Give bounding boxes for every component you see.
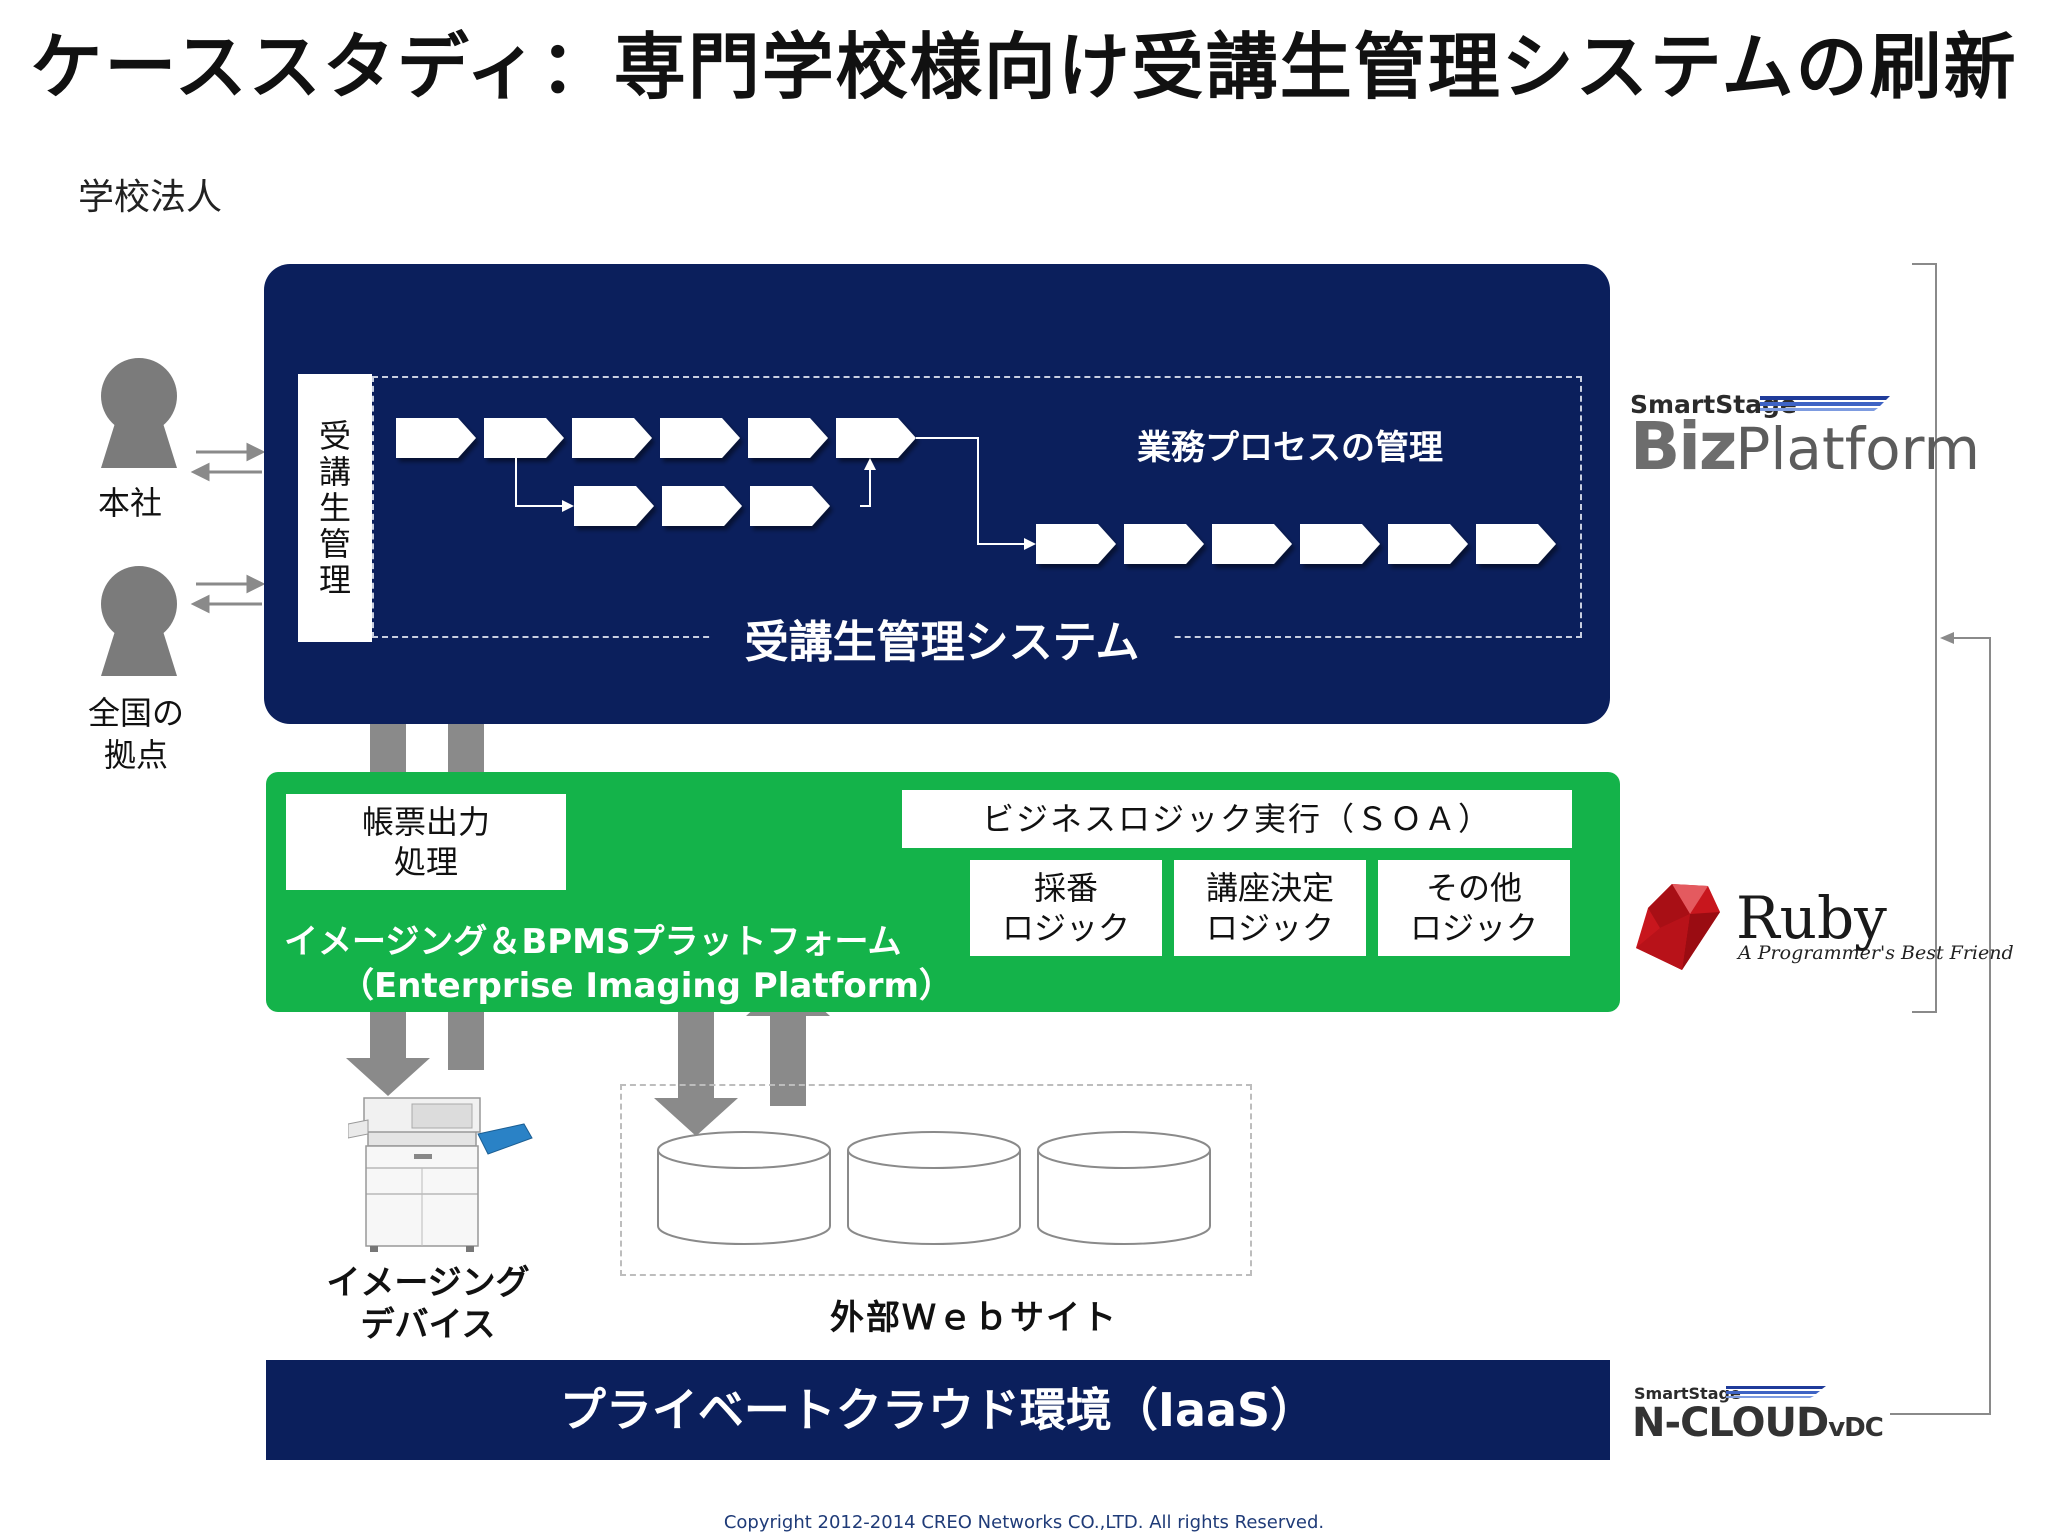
vertical-char: 講 [318,453,351,491]
bizplatform-logo-suffix: Platform [1735,415,1980,483]
process-step-chevron [1300,524,1380,564]
external-websites-label: 外部Ｗｅｂサイト [830,1298,1118,1338]
other-logic-box: その他 ロジック [1378,860,1570,956]
bizplatform-stripes-icon [1760,396,1890,411]
vertical-char: 管 [318,525,351,563]
ruby-gem-icon [1636,884,1720,970]
system-name-label: 受講生管理システム [712,602,1172,674]
logic-line1: 講座決定 [1205,869,1334,907]
process-step-chevron [748,418,828,458]
logic-line2: ロジック [1205,909,1334,947]
process-step-chevron [750,486,830,526]
person-branches-icon [101,566,177,676]
external-websites-databases [657,1131,1211,1245]
device-column [448,1012,484,1070]
bizplatform-logo-prefix: Biz [1630,408,1737,485]
ruby-logo-tagline: A Programmer's Best Friend [1738,942,2014,964]
organization-label: 学校法人 [78,177,223,218]
course-decision-logic-box: 講座決定 ロジック [1174,860,1366,956]
soa-box: ビジネスロジック実行（ＳＯＡ） [902,790,1572,848]
branch-arrows [190,574,266,614]
process-step-chevron [1476,524,1556,564]
bizplatform-logo-big: BizPlatform [1630,408,1980,485]
process-step-chevron [836,418,916,458]
forms-line2: 処理 [393,843,458,881]
ncloud-logo-small: SmartStage [1634,1384,1741,1403]
database-cylinder-icon [657,1131,831,1245]
bizplatform-logo: SmartStage BizPlatform [1630,386,1980,486]
process-step-chevron [662,486,742,526]
device-line1: イメージング [326,1263,530,1303]
actor-branches-line2: 拠点 [104,736,169,774]
ncloud-logo: SmartStage N-CLOUDvDC [1630,1380,1890,1460]
logic-line2: ロジック [1409,909,1538,947]
process-step-chevron [1036,524,1116,564]
database-cylinder-icon [847,1131,1021,1245]
vertical-label-box: 受 講 生 管 理 [298,374,372,642]
forms-line1: 帳票出力 [361,803,490,841]
vertical-char: 生 [318,489,351,527]
numbering-logic-box: 採番 ロジック [970,860,1162,956]
web-down-arrow [654,1000,738,1136]
logic-line1: その他 [1425,869,1522,907]
ncloud-logo-big: N-CLOUDvDC [1632,1400,1884,1446]
database-cylinder-icon [1037,1131,1211,1245]
copyright-footer: Copyright 2012-2014 CREO Networks CO.,LT… [723,1512,1325,1533]
process-management-label: 業務プロセスの管理 [1137,428,1443,468]
ncloud-logo-suffix: vDC [1828,1413,1884,1443]
external-websites-frame [620,1084,1252,1276]
actor-branches-label: 全国の 拠点 [88,692,184,776]
process-step-chevron [574,486,654,526]
stack-bracket [1890,263,1991,1415]
private-cloud-iaas-bar: プライベートクラウド環境（IaaS） [266,1360,1610,1460]
imaging-device-icon [348,1097,533,1252]
forms-output-box: 帳票出力 処理 [286,794,566,890]
platform-name: イメージング＆BPMSプラットフォーム [284,922,902,962]
process-step-chevron [396,418,476,458]
ncloud-logo-name: N-CLOUD [1632,1400,1829,1446]
person-hq-icon [101,358,177,468]
actor-hq-label: 本社 [98,484,163,522]
device-line2: デバイス [360,1305,496,1345]
actor-branches-line1: 全国の [88,694,185,732]
process-step-chevron [572,418,652,458]
vertical-char: 理 [318,561,351,599]
process-step-chevron [660,418,740,458]
platform-subname: （Enterprise Imaging Platform） [340,966,953,1006]
logic-line1: 採番 [1033,869,1098,907]
hq-arrows [190,442,266,482]
imaging-device-label: イメージング デバイス [318,1262,538,1346]
ruby-logo-name: Ruby [1736,884,1887,952]
page-title: ケーススタディ：専門学校様向け受講生管理システムの刷新 [30,25,2018,109]
process-step-chevron [484,418,564,458]
process-step-chevron [1212,524,1292,564]
process-step-chevron [1388,524,1468,564]
ncloud-stripes-icon [1726,1386,1826,1398]
logic-line2: ロジック [1001,909,1130,947]
process-step-chevron [1124,524,1204,564]
vertical-char: 受 [318,417,351,455]
device-down-arrow [346,1012,430,1096]
